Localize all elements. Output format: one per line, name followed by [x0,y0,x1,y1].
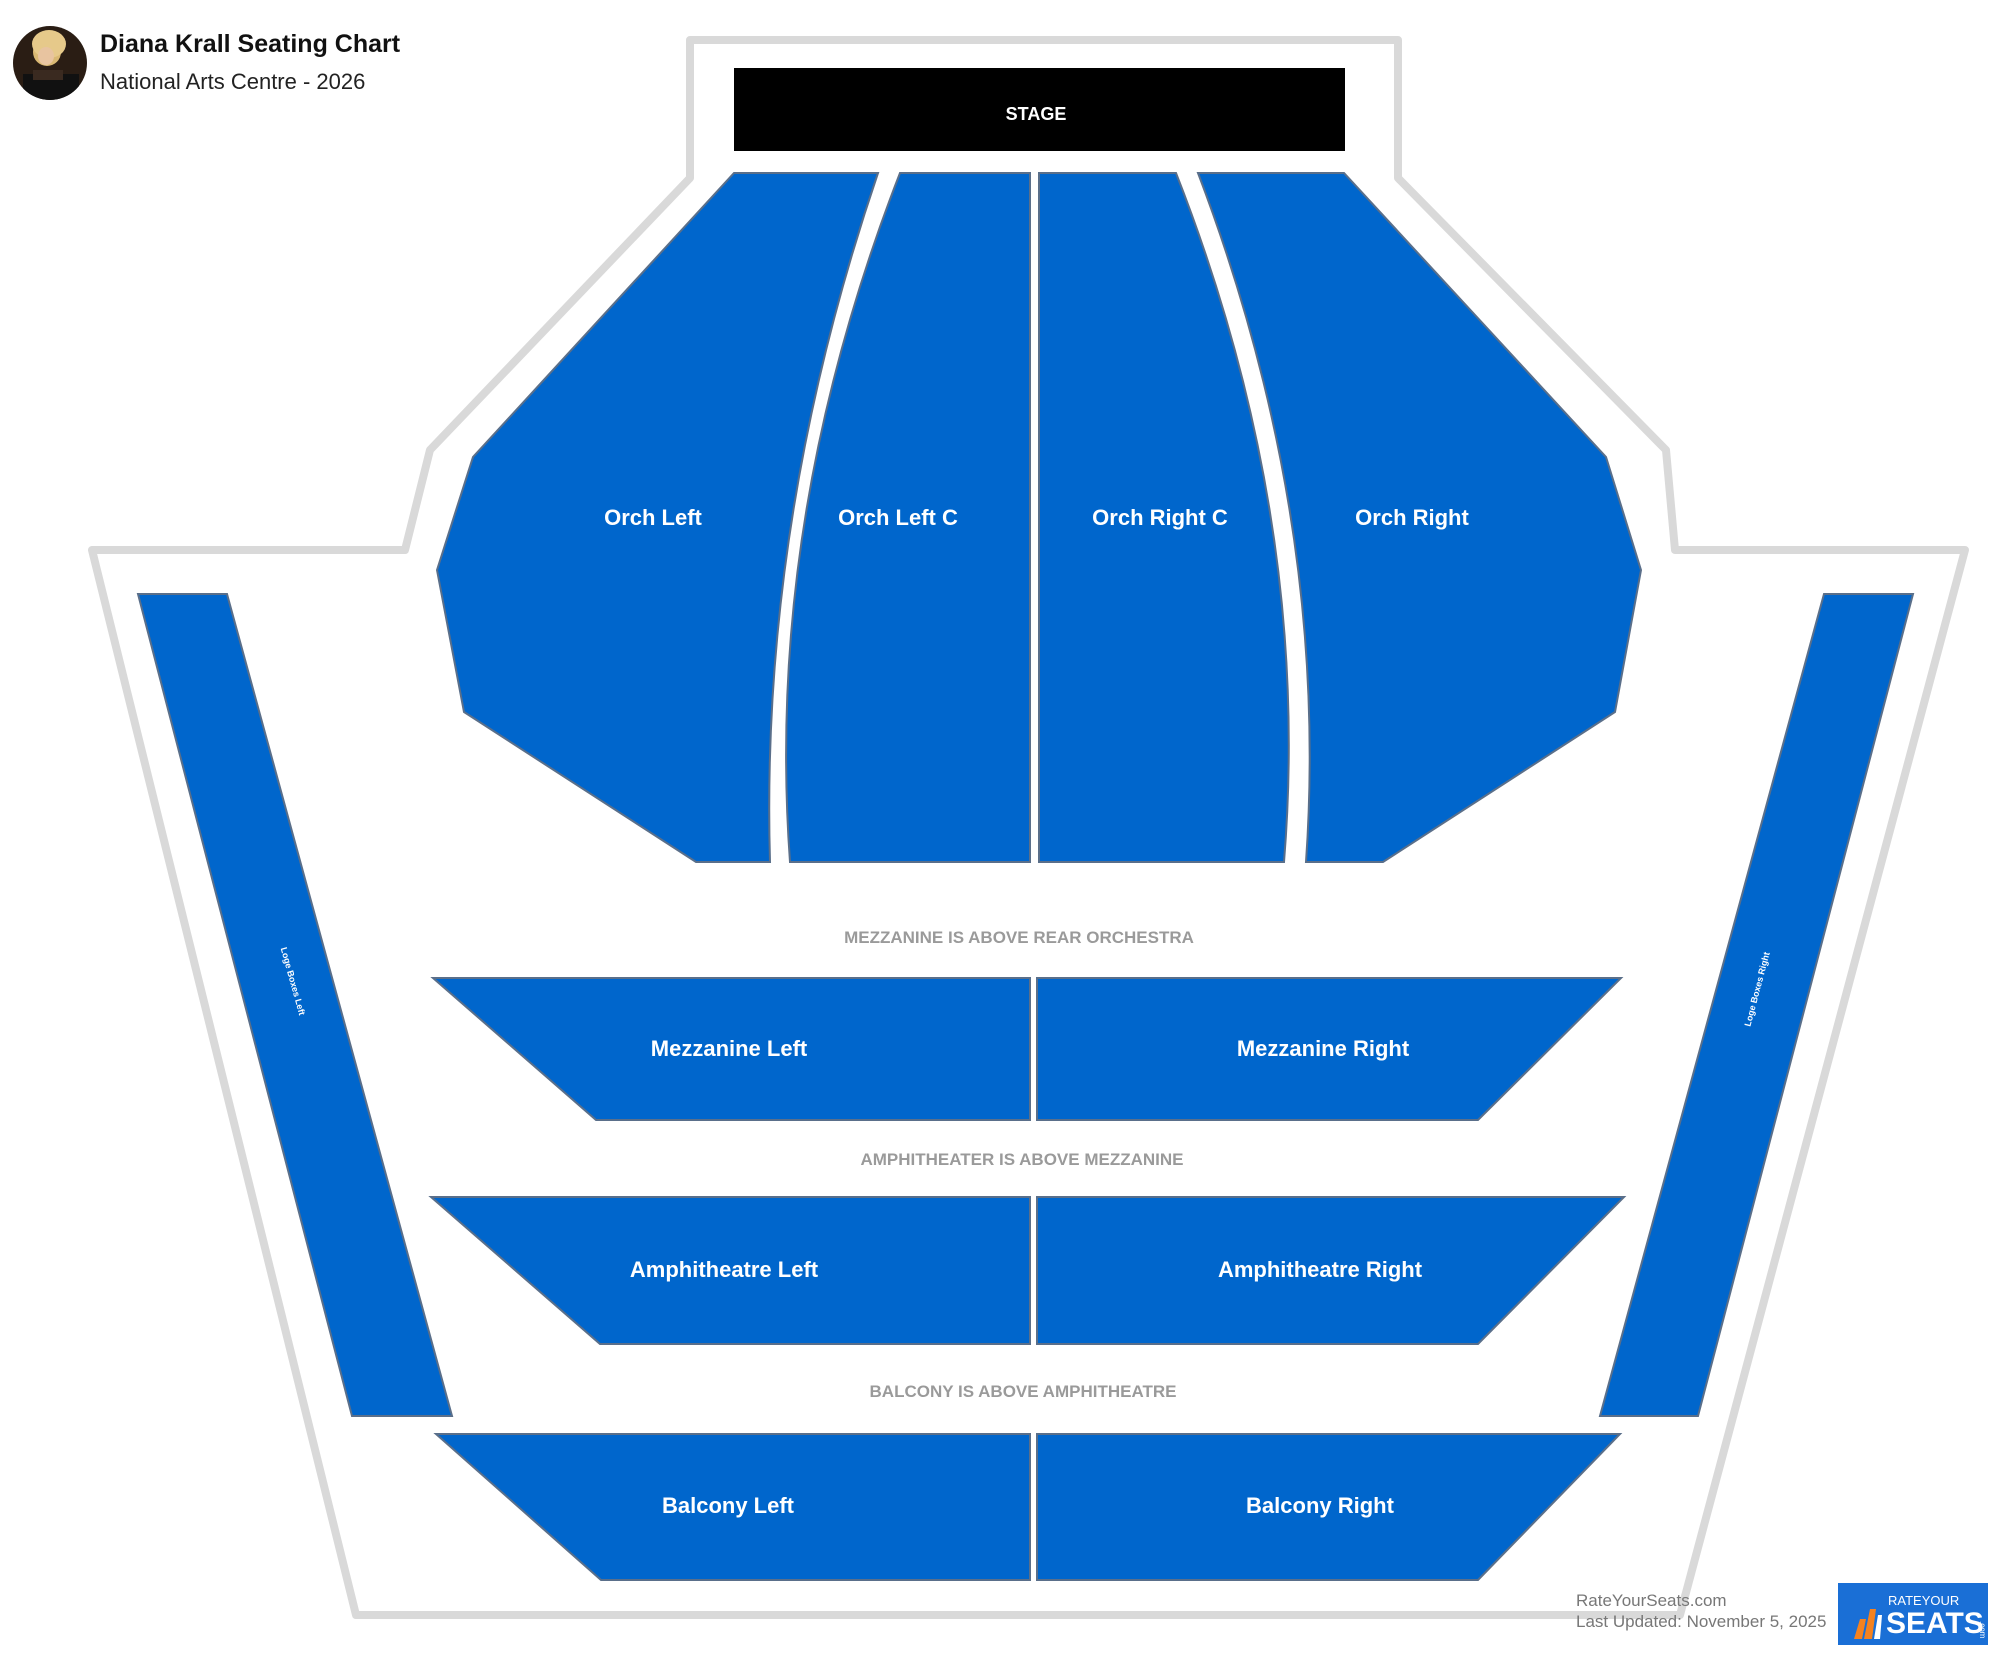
section-orch-left-c[interactable] [785,172,1031,863]
page-title: Diana Krall Seating Chart [100,30,401,58]
section-orch-right-c[interactable] [1038,172,1290,863]
label-orch-left: Orch Left [604,505,702,530]
section-balcony-right[interactable] [1036,1433,1623,1581]
section-amphitheatre-left[interactable] [428,1196,1031,1345]
footer-site: RateYourSeats.com [1576,1591,1727,1610]
stage-label: STAGE [1006,104,1067,124]
label-mezzanine-right: Mezzanine Right [1237,1036,1410,1061]
section-loge-boxes-left[interactable] [136,593,454,1417]
stage [734,68,1345,151]
footer-credits: RateYourSeats.com Last Updated: November… [1576,1590,1826,1632]
page-subtitle: National Arts Centre - 2026 [100,69,366,94]
artist-avatar [13,26,87,100]
logo-main: SEATS [1886,1607,1984,1640]
label-orch-right-c: Orch Right C [1092,505,1228,530]
logo-side: .com [1978,1621,1987,1639]
section-loge-boxes-right[interactable] [1598,593,1915,1417]
label-balcony-right: Balcony Right [1246,1493,1395,1518]
note-balcony: BALCONY IS ABOVE AMPHITHEATRE [870,1382,1177,1401]
section-mezzanine-left[interactable] [430,977,1031,1121]
logo-top: RATEYOUR [1888,1593,1959,1608]
note-amphitheater: AMPHITHEATER IS ABOVE MEZZANINE [860,1150,1183,1169]
section-orch-left[interactable] [435,172,880,863]
section-mezzanine-right[interactable] [1036,977,1624,1121]
section-balcony-left[interactable] [433,1433,1031,1581]
label-amphitheatre-right: Amphitheatre Right [1218,1257,1423,1282]
label-orch-right: Orch Right [1355,505,1469,530]
label-amphitheatre-left: Amphitheatre Left [630,1257,819,1282]
section-orch-right[interactable] [1196,172,1643,863]
label-mezzanine-left: Mezzanine Left [651,1036,808,1061]
section-amphitheatre-right[interactable] [1036,1196,1627,1345]
note-mezzanine: MEZZANINE IS ABOVE REAR ORCHESTRA [844,928,1194,947]
venue-outline [88,36,1969,1619]
rateyourseats-logo[interactable]: RATEYOUR SEATS .com [1838,1583,1988,1645]
label-orch-left-c: Orch Left C [838,505,958,530]
footer-updated: Last Updated: November 5, 2025 [1576,1612,1827,1631]
label-balcony-left: Balcony Left [662,1493,795,1518]
